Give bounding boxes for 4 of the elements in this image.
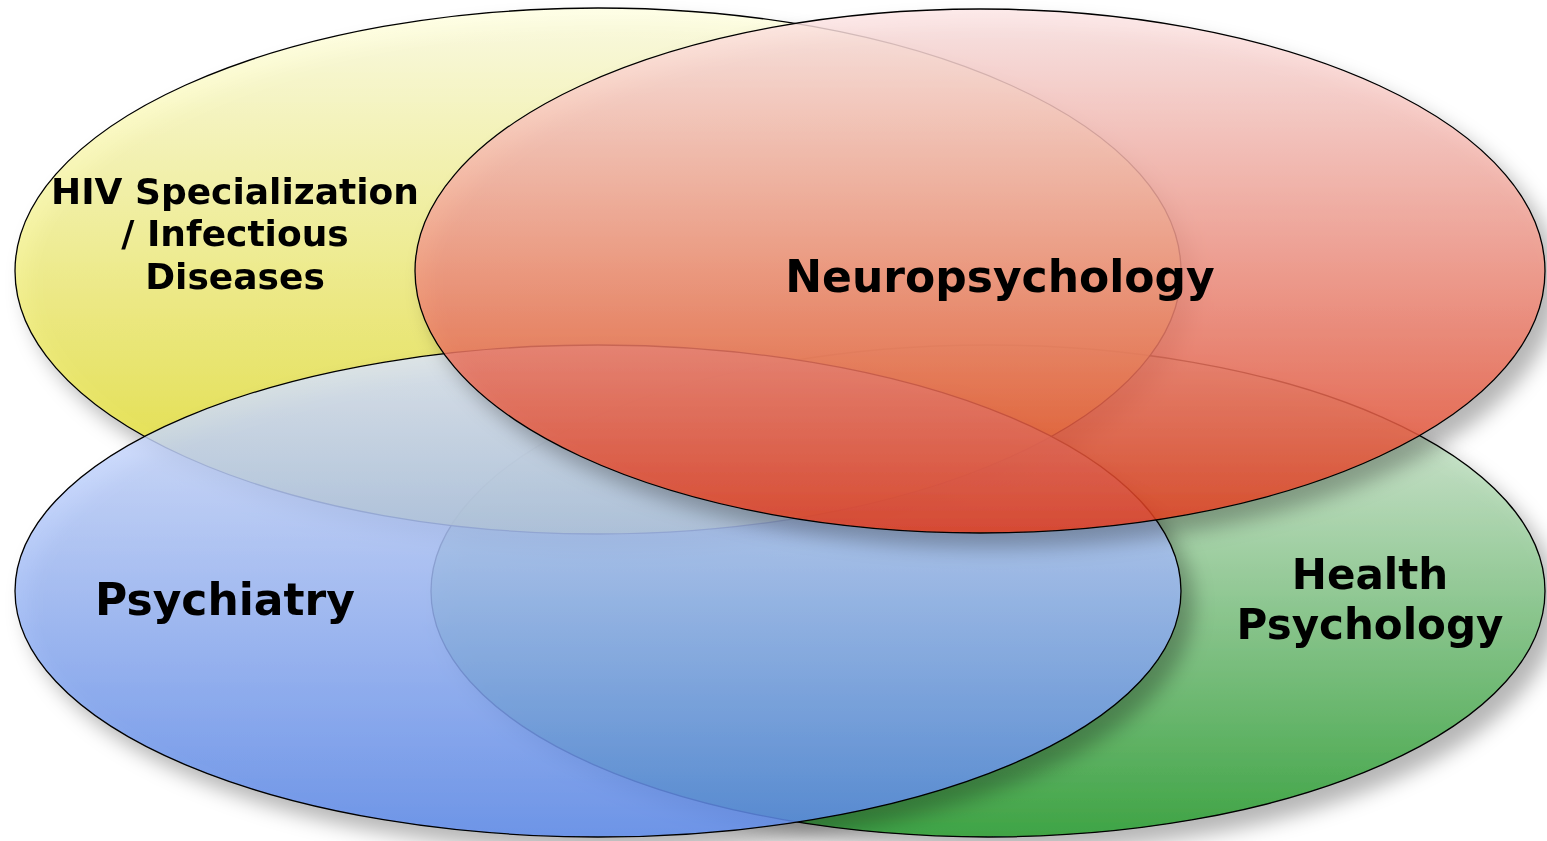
- ellipse-label: Health Psychology: [1235, 550, 1505, 650]
- ellipse-label: Psychiatry: [94, 574, 356, 626]
- ellipse-label: HIV Specialization / Infectious Diseases: [50, 171, 420, 299]
- ellipse-label: Neuropsychology: [784, 251, 1216, 303]
